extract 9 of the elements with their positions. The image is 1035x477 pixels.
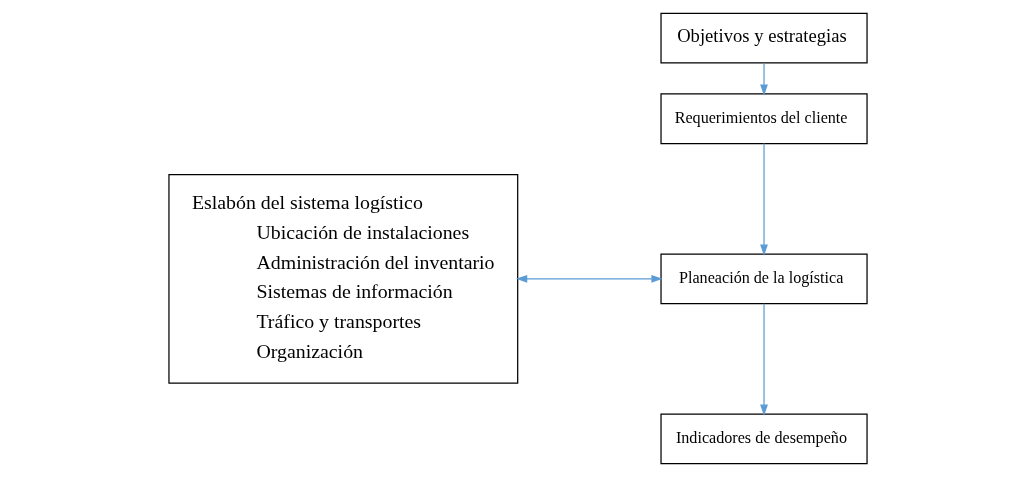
node-box: Requerimientos del cliente bbox=[659, 93, 868, 145]
node-box: Objetivos y estrategias bbox=[659, 12, 868, 64]
arrow bbox=[759, 62, 768, 96]
arrow bbox=[759, 142, 768, 256]
node-box: Indicadores de desempeño bbox=[659, 413, 868, 465]
arrow bbox=[759, 303, 768, 416]
node-box: Eslabón del sistema logístico Ubicación de instalaciones Administración del inventario Sistemas de información Tráfico y transportes Organización bbox=[167, 173, 518, 384]
node-box: Planeación de la logística bbox=[659, 253, 868, 305]
arrow bbox=[515, 274, 663, 283]
